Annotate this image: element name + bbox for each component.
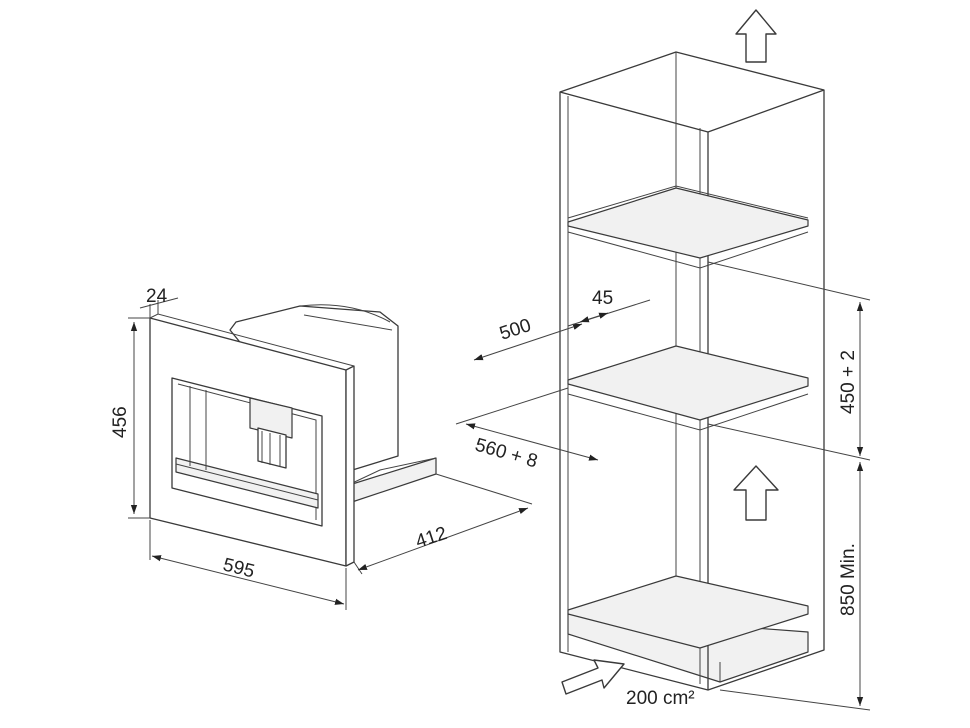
label-niche-depth: 500	[497, 315, 534, 345]
dim-niche-depth: 500	[473, 315, 583, 361]
label-niche-height: 450 + 2	[838, 350, 859, 414]
label-floor-height: 850 Min.	[838, 543, 859, 616]
label-height: 456	[110, 406, 131, 438]
dim-frame-depth: 24	[139, 286, 179, 318]
coffee-machine-drawing	[149, 304, 437, 567]
intake-arrow-icon	[561, 659, 625, 695]
label-frame-depth: 24	[146, 286, 168, 307]
label-offset: 45	[592, 288, 613, 309]
label-ventilation: 200 cm²	[626, 688, 695, 709]
cabinet-drawing	[559, 9, 825, 695]
dim-niche-height: 450 + 2	[707, 261, 871, 461]
dim-offset: 45	[567, 288, 651, 327]
vent-arrow-up-icon	[733, 465, 779, 521]
label-niche-width: 560 + 8	[473, 435, 540, 473]
dim-floor-height: 850 Min.	[719, 462, 871, 711]
dim-niche-width: 560 + 8	[455, 387, 599, 473]
label-depth: 412	[413, 523, 450, 553]
dim-height: 456	[110, 317, 150, 519]
label-width: 595	[221, 554, 257, 582]
vent-arrow-up-icon	[735, 9, 777, 63]
